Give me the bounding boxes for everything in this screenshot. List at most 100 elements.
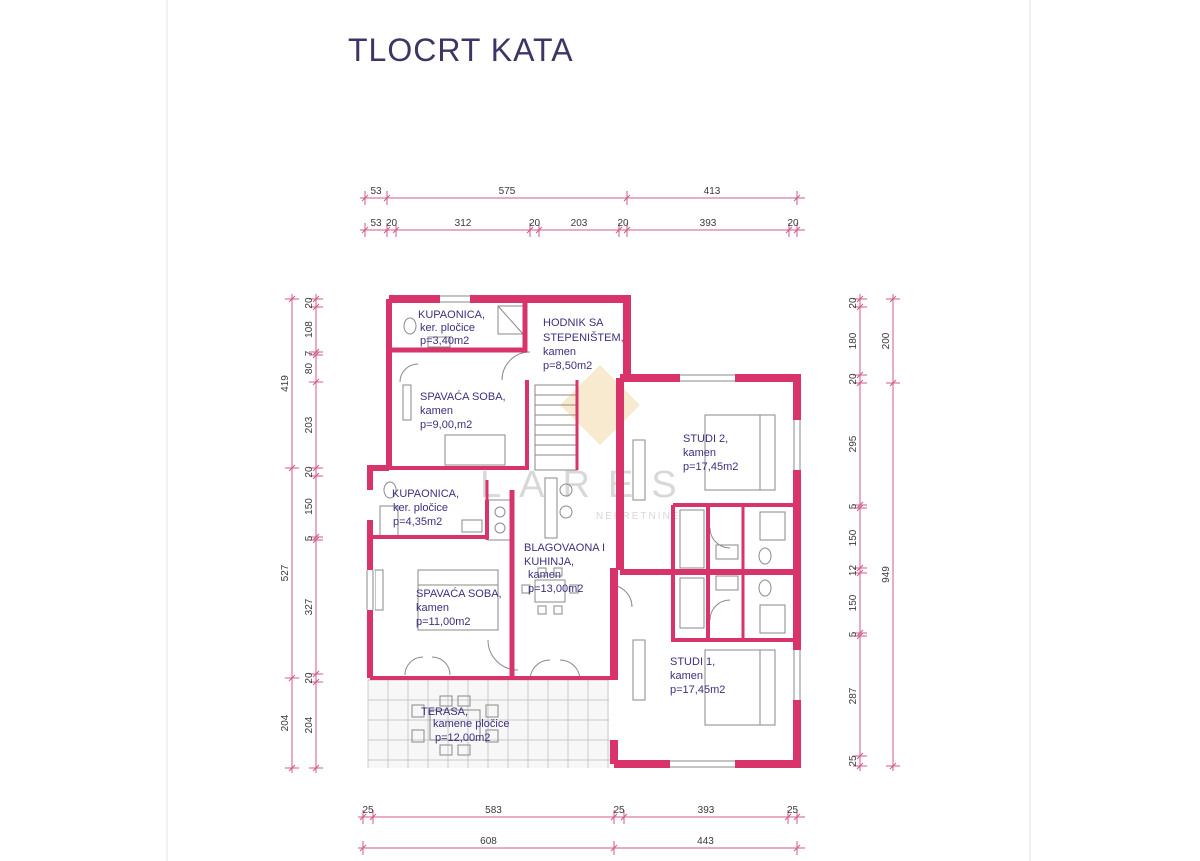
dim-label: 25 [848, 755, 859, 767]
staircase-icon [534, 384, 578, 471]
dim-label: 575 [499, 186, 516, 197]
kitchen-counter-icon [679, 509, 705, 569]
toilet-icon [383, 481, 397, 499]
bed-icon [444, 434, 506, 466]
sink-icon [715, 575, 739, 591]
dim-label: 53 [370, 186, 382, 197]
dim-label: 20 [529, 218, 541, 229]
shower-icon [759, 604, 786, 634]
bed-icon [704, 649, 776, 726]
dining-table-icon [534, 579, 566, 603]
dim-label: 608 [480, 836, 497, 847]
dim-label: 583 [485, 805, 502, 816]
svg-text:TERASA,: TERASA, [421, 706, 468, 718]
svg-text:p=3,40m2: p=3,40m2 [420, 335, 469, 347]
dim-label: 150 [848, 594, 859, 611]
svg-text:kamen: kamen [416, 602, 449, 614]
room-label-blagovaona: BLAGOVAONA I KUHINJA, kamen p=13,00m2 [524, 542, 605, 595]
dim-label: 20 [848, 297, 859, 309]
dim-label: 20 [386, 218, 398, 229]
room-label-hodnik: HODNIK SA STEPENIŠTEM, kamen p=8,50m2 [543, 317, 624, 372]
dim-label: 419 [280, 375, 291, 392]
page-title: TLOCRT KATA [348, 32, 574, 68]
sink-icon [461, 519, 483, 533]
svg-text:SPAVAĆA SOBA,: SPAVAĆA SOBA, [416, 587, 502, 600]
dim-label: 20 [304, 466, 315, 478]
svg-text:STEPENIŠTEM,: STEPENIŠTEM, [543, 331, 624, 344]
shower-icon [759, 511, 786, 541]
bed-icon [417, 569, 499, 631]
kitchen-island-icon [544, 477, 558, 539]
dim-label: 150 [304, 498, 315, 515]
windows [365, 294, 802, 769]
dim-label: 327 [304, 598, 315, 615]
dim-label: 949 [881, 566, 892, 583]
dim-label: 393 [698, 805, 715, 816]
svg-text:KUHINJA,: KUHINJA, [524, 556, 574, 568]
dim-label: 25 [362, 805, 374, 816]
dim-label: 203 [571, 218, 588, 229]
svg-text:p=17,45m2: p=17,45m2 [670, 684, 725, 696]
room-label-kupaonica-2: KUPAONICA, ker. pločice p=4,35m2 [392, 488, 459, 528]
svg-text:kamen: kamen [683, 447, 716, 459]
room-label-studio-1: STUDI 1, kamen p=17,45m2 [670, 656, 725, 696]
kitchenette-icon [632, 439, 646, 501]
terrace-table-icon [429, 709, 481, 741]
door-icon [501, 351, 531, 381]
toilet-icon [403, 317, 417, 335]
terrace-tiles [367, 678, 614, 768]
room-label-kupaonica-1: KUPAONICA, ker. pločice p=3,40m2 [418, 309, 485, 347]
dim-label: 203 [304, 416, 315, 433]
dim-label: 393 [700, 218, 717, 229]
dim-label: 180 [848, 332, 859, 349]
dim-label: 25 [613, 805, 625, 816]
kitchen-counter-icon [487, 499, 514, 541]
svg-text:ker. pločice: ker. pločice [393, 502, 448, 514]
dim-label: 527 [280, 564, 291, 581]
watermark-sub: NEKRETNINE [596, 511, 680, 522]
room-label-spavaca-1: SPAVAĆA SOBA, kamen p=9,00,m2 [420, 390, 506, 431]
svg-text:ker. pločice: ker. pločice [420, 322, 475, 334]
sink-icon [427, 336, 451, 348]
dim-label: 413 [704, 186, 721, 197]
dim-label: 287 [848, 687, 859, 704]
dim-label: 7 [304, 350, 315, 356]
dim-label: 108 [304, 321, 315, 338]
svg-text:kamen: kamen [528, 569, 561, 581]
dim-top-row-1: 53 575 413 [360, 186, 805, 205]
dim-label: 12 [848, 565, 859, 577]
bed-icon [704, 414, 776, 491]
svg-text:KUPAONICA,: KUPAONICA, [418, 309, 485, 321]
room-labels: KUPAONICA, ker. pločice p=3,40m2 HODNIK … [392, 309, 738, 744]
dim-label: 20 [304, 297, 315, 309]
wardrobe-icon [402, 384, 412, 421]
svg-text:p=11,00m2: p=11,00m2 [416, 616, 471, 628]
svg-text:kamen: kamen [670, 670, 703, 682]
dim-label: 295 [848, 435, 859, 452]
dim-label: 200 [881, 332, 892, 349]
dim-label: 5 [848, 503, 859, 509]
dim-label: 204 [304, 716, 315, 733]
kitchenette-icon [632, 639, 646, 701]
wardrobe-icon [374, 569, 384, 611]
svg-text:kamene pločice: kamene pločice [433, 718, 509, 730]
wall-bed1 [389, 380, 529, 470]
sink-icon [715, 544, 739, 560]
dim-label: 20 [617, 218, 629, 229]
svg-text:BLAGOVAONA I: BLAGOVAONA I [524, 542, 605, 554]
dim-right-outer: 200 949 [881, 294, 900, 771]
dim-label: 150 [848, 529, 859, 546]
svg-text:HODNIK SA: HODNIK SA [543, 317, 604, 329]
window-frames [366, 295, 801, 768]
dim-label: 5 [848, 631, 859, 637]
svg-text:STUDI 1,: STUDI 1, [670, 656, 715, 668]
svg-text:kamen: kamen [420, 405, 453, 417]
